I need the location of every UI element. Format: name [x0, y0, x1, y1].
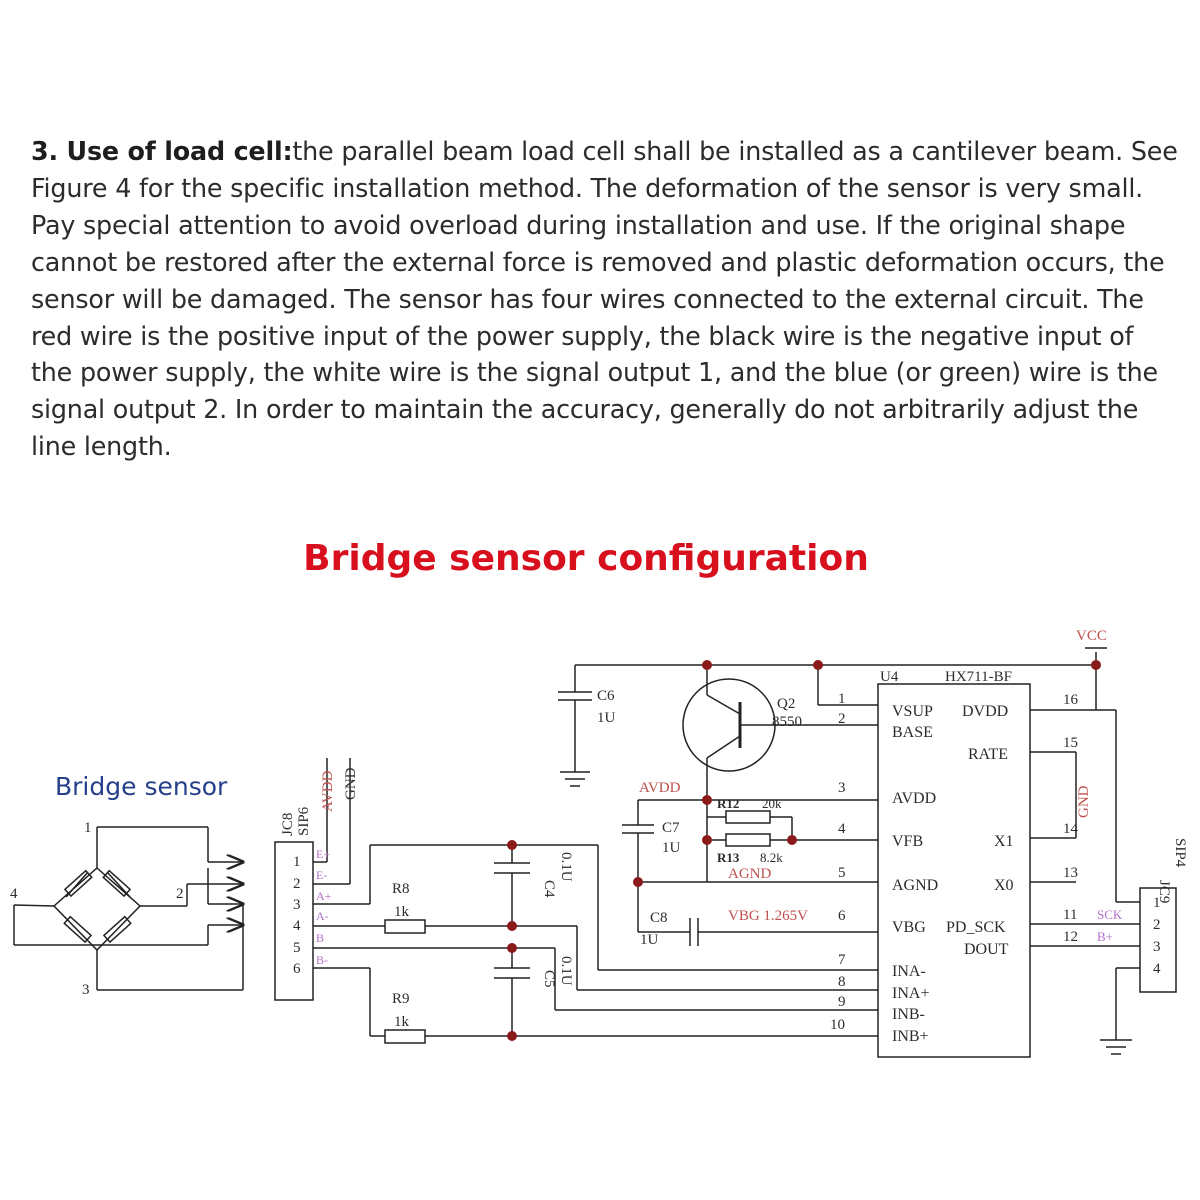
- chip-pin-inb-minus: INB-: [892, 1006, 925, 1023]
- jc8-net-4: A+: [316, 889, 332, 903]
- chip-pin-num-5: 5: [838, 865, 846, 881]
- jc9-ref: JC9: [1156, 880, 1172, 903]
- jc8-rail-avdd: AVDD: [320, 770, 336, 812]
- paragraph-body: the parallel beam load cell shall be ins…: [31, 136, 1178, 462]
- jc8-net-1: E+: [316, 847, 330, 861]
- r13-ref: R13: [717, 850, 740, 865]
- c8-value: 1U: [640, 932, 659, 948]
- chip-pin-num-1: 1: [838, 691, 846, 707]
- chip-pin-num-15: 15: [1063, 735, 1078, 751]
- chip-pin-num-4: 4: [838, 821, 846, 837]
- chip-pin-ina-minus: INA-: [892, 963, 926, 980]
- jc8-connector: [274, 841, 314, 1001]
- chip-pin-rate: RATE: [968, 746, 1008, 763]
- chip-pin-agnd: AGND: [892, 877, 938, 894]
- u4-ref: U4: [880, 669, 899, 685]
- c5-ref: C5: [541, 970, 557, 988]
- r13-value: 8.2k: [760, 850, 783, 865]
- chip-pin-vbg: VBG: [892, 919, 926, 936]
- bridge-node-1: 1: [84, 820, 92, 836]
- chip-pin-num-2: 2: [838, 711, 846, 727]
- chip-pin-ina-plus: INA+: [892, 985, 929, 1002]
- chip-pin-num-11: 11: [1063, 907, 1077, 923]
- diagram-title: Bridge sensor configuration: [303, 538, 869, 579]
- jc9-pin-1: 1: [1153, 895, 1161, 911]
- q2-ref: Q2: [777, 696, 795, 712]
- jc8-net-6: B-: [316, 953, 328, 967]
- jc8-pin-5: 5: [293, 940, 301, 956]
- bridge-node-3: 3: [82, 982, 90, 998]
- c5-value: 0.1U: [558, 956, 574, 986]
- jc9-pin-2: 2: [1153, 917, 1161, 933]
- chip-pin-vfb: VFB: [892, 833, 923, 850]
- chip-pin-inb-plus: INB+: [892, 1028, 929, 1045]
- vcc-label: VCC: [1076, 628, 1107, 644]
- chip-pin-num-9: 9: [838, 994, 846, 1010]
- jc9-net-sck: SCK: [1097, 907, 1123, 922]
- r8-ref: R8: [392, 881, 410, 897]
- chip-pin-num-8: 8: [838, 974, 846, 990]
- r9-value: 1k: [394, 1014, 410, 1030]
- chip-pin-num-16: 16: [1063, 692, 1079, 708]
- bridge-sensor-label: Bridge sensor: [55, 772, 228, 801]
- chip-pin-avdd: AVDD: [892, 790, 936, 807]
- bridge-node-4: 4: [10, 886, 18, 902]
- chip-pin-x0: X0: [994, 877, 1014, 894]
- net-agnd-label: AGND: [728, 866, 771, 882]
- jc8-pin-6: 6: [293, 961, 301, 977]
- jc8-pin-4: 4: [293, 918, 301, 934]
- bridge-node-2: 2: [176, 886, 184, 902]
- chip-pin-pd-sck: PD_SCK: [946, 919, 1006, 936]
- jc8-pin-3: 3: [293, 897, 301, 913]
- jc8-net-5: B: [316, 931, 324, 945]
- jc8-pin-2: 2: [293, 876, 301, 892]
- c4-value: 0.1U: [558, 852, 574, 882]
- chip-pin-dout: DOUT: [964, 941, 1009, 958]
- jc8-pin-1: 1: [293, 854, 301, 870]
- c4-ref: C4: [541, 880, 557, 898]
- r12-value: 20k: [762, 796, 782, 811]
- chip-pin-base: BASE: [892, 724, 933, 741]
- chip-pin-num-14: 14: [1063, 821, 1079, 837]
- r9-ref: R9: [392, 991, 410, 1007]
- r12-ref: R12: [717, 796, 739, 811]
- jc9-connector: [1139, 887, 1177, 993]
- chip-pin-num-7: 7: [838, 952, 846, 968]
- q2-part: 8550: [772, 714, 802, 730]
- chip-pin-vsup: VSUP: [892, 703, 933, 720]
- junctions: [507, 660, 1101, 1041]
- chip-pin-num-12: 12: [1063, 929, 1078, 945]
- chip-pin-dvdd: DVDD: [962, 703, 1008, 720]
- gnd-label-vertical: GND: [1076, 785, 1092, 818]
- c7-ref: C7: [662, 820, 680, 836]
- chip-pin-num-13: 13: [1063, 865, 1078, 881]
- hx711-chip: [877, 683, 1031, 1058]
- bridge-sensor-symbol: [13, 826, 243, 991]
- jc8-ref: JC8: [280, 813, 296, 836]
- chip-pin-num-10: 10: [830, 1017, 845, 1033]
- jc9-pin-3: 3: [1153, 939, 1161, 955]
- c8-ref: C8: [650, 910, 668, 926]
- hx711-part: HX711-BF: [945, 669, 1012, 685]
- jc9-pin-4: 4: [1153, 961, 1161, 977]
- jc9-net-bplus: B+: [1097, 929, 1113, 944]
- c7-value: 1U: [662, 840, 681, 856]
- net-vbg-label: VBG 1.265V: [728, 908, 808, 924]
- chip-pin-num-3: 3: [838, 780, 846, 796]
- jc8-net-2: E-: [316, 868, 327, 882]
- usage-paragraph: 3. Use of load cell:the parallel beam lo…: [31, 133, 1181, 465]
- chip-pin-num-6: 6: [838, 908, 846, 924]
- chip-pin-x1: X1: [994, 833, 1014, 850]
- c6-ref: C6: [597, 688, 615, 704]
- jc8-rail-gnd: GND: [343, 767, 359, 800]
- jc9-type: SIP4: [1172, 838, 1188, 868]
- jc8-net-3: A-: [316, 909, 329, 923]
- net-avdd-label: AVDD: [639, 780, 681, 796]
- paragraph-heading: 3. Use of load cell:: [31, 136, 293, 166]
- r8-value: 1k: [394, 904, 410, 920]
- jc8-type: SIP6: [296, 806, 312, 836]
- c6-value: 1U: [597, 710, 616, 726]
